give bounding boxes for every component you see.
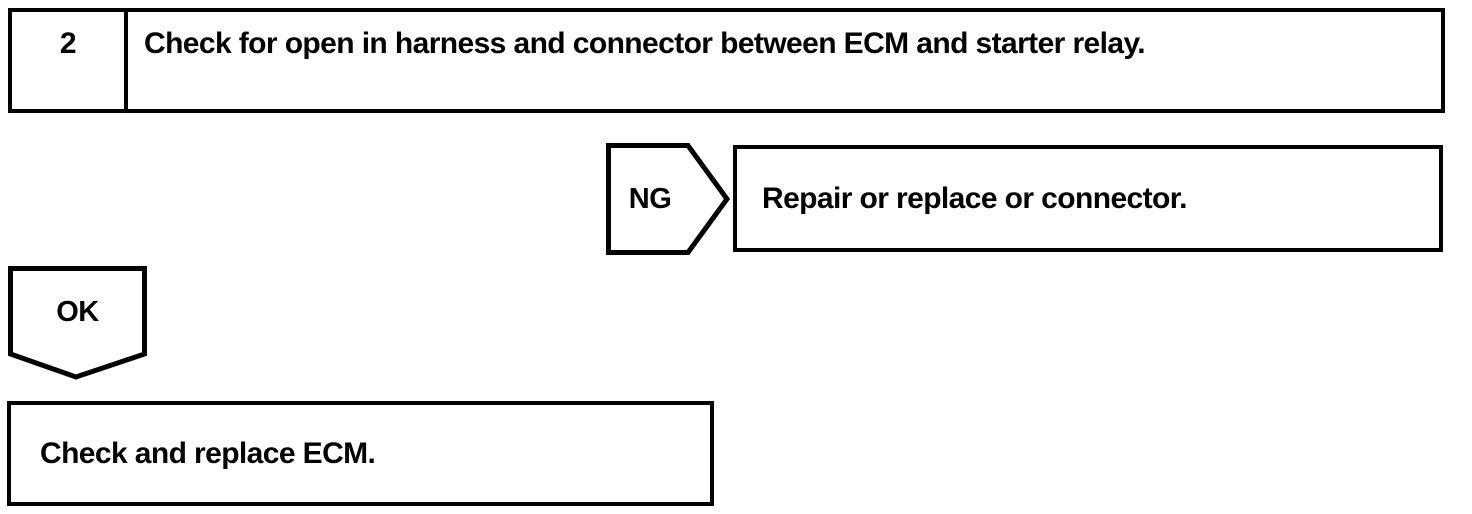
ng-action-text: Repair or replace or connector. (762, 181, 1187, 215)
ok-action-box: Check and replace ECM. (7, 401, 714, 506)
step-box: 2 Check for open in harness and connecto… (8, 8, 1445, 113)
step-instruction: Check for open in harness and connector … (144, 27, 1146, 60)
ng-branch-label: NG (628, 182, 672, 215)
ng-action-box: Repair or replace or connector. (733, 145, 1443, 252)
ng-pentagon-shape (606, 143, 730, 255)
ok-action-text: Check and replace ECM. (40, 436, 376, 470)
ok-pentagon-shape (8, 266, 147, 380)
ok-branch-label: OK (56, 295, 99, 328)
step-number: 2 (12, 12, 128, 109)
